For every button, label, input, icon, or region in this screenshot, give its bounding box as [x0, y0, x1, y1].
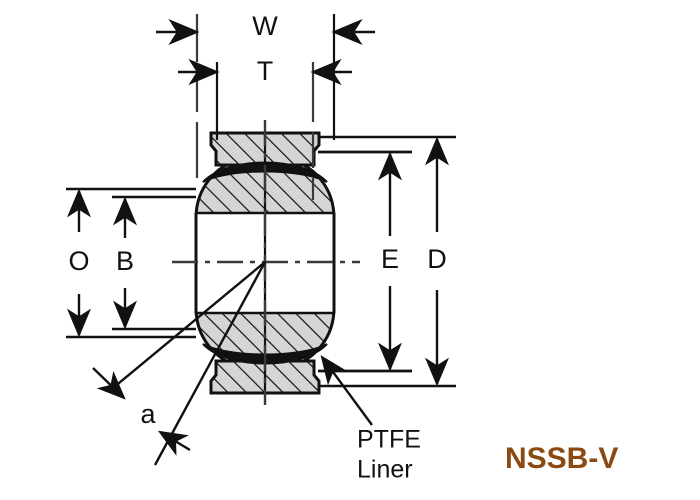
- dimension-label-a: a: [140, 399, 156, 429]
- part-designation-label: NSSB-V: [505, 442, 618, 475]
- angle-ray-upper: [112, 261, 266, 389]
- ptfe-liner-upper: [202, 161, 328, 183]
- angle-arrow-lower: [157, 430, 191, 456]
- dimension-b: B: [112, 195, 196, 331]
- ptfe-leader-line: [320, 355, 373, 426]
- dimension-t: T: [178, 56, 352, 200]
- dimension-label-b: B: [116, 246, 134, 276]
- dimension-w: W: [156, 11, 375, 200]
- angle-arrow-upper: [92, 367, 126, 400]
- dimension-angle-a: a: [92, 261, 267, 466]
- dimension-label-w: W: [252, 11, 278, 41]
- ptfe-liner-label-line1: PTFE: [357, 426, 421, 454]
- ptfe-liner-label-line2: Liner: [357, 456, 413, 484]
- dimension-label-e: E: [381, 244, 399, 274]
- dimension-label-d: D: [427, 244, 447, 274]
- dimension-label-o: O: [68, 246, 89, 276]
- bearing-body: [194, 131, 336, 395]
- ptfe-liner-lower: [202, 343, 328, 365]
- annotation-ptfe-liner: PTFE Liner: [320, 355, 421, 484]
- dimension-d: D: [318, 135, 456, 388]
- dimension-label-t: T: [257, 56, 274, 86]
